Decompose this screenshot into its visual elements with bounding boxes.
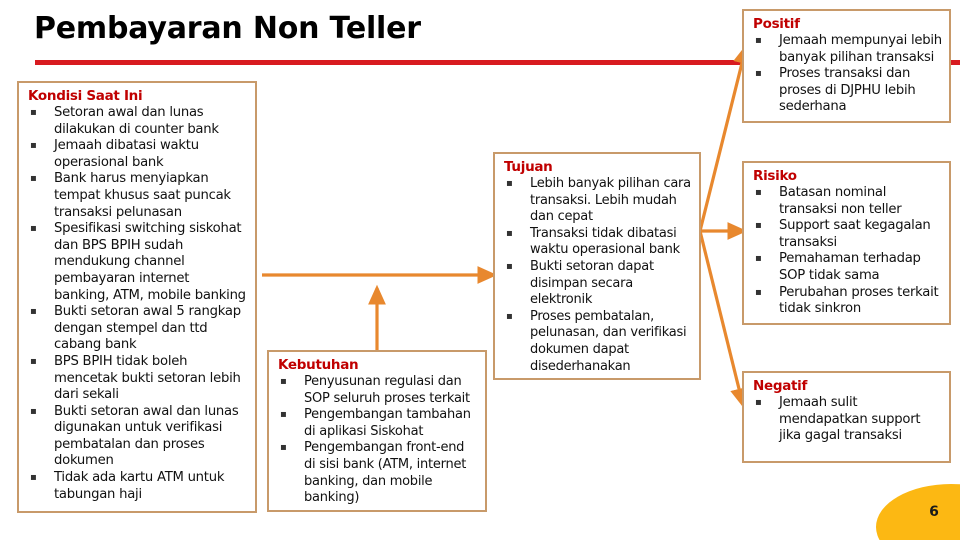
card-bullet-list: Batasan nominal transaksi non teller Sup…	[753, 184, 942, 318]
arrow-junction-to-negatif	[698, 230, 748, 409]
title-underline-tail	[951, 60, 960, 65]
card-negatif: Negatif Jemaah sulit mendapatkan support…	[742, 371, 951, 463]
list-item: BPS BPIH tidak boleh mencetak bukti seto…	[28, 353, 248, 404]
card-heading: Negatif	[753, 378, 808, 394]
list-item: Support saat kegagalan transaksi	[753, 217, 942, 251]
list-item: Pengembangan tambahan di aplikasi Siskoh…	[278, 406, 478, 440]
card-bullet-list: Penyusunan regulasi dan SOP seluruh pros…	[278, 373, 478, 507]
list-item: Bank harus menyiapkan tempat khusus saat…	[28, 170, 248, 221]
list-item: Bukti setoran dapat disimpan secara elek…	[504, 258, 692, 309]
list-item: Perubahan proses terkait tidak sinkron	[753, 284, 942, 318]
page-number-badge-shape	[876, 484, 960, 540]
card-heading: Kondisi Saat Ini	[28, 88, 143, 104]
list-item: Pengembangan front-end di sisi bank (ATM…	[278, 439, 478, 506]
card-bullet-list: Lebih banyak pilihan cara transaksi. Leb…	[504, 175, 692, 375]
card-risiko: Risiko Batasan nominal transaksi non tel…	[742, 161, 951, 325]
card-kebutuhan: Kebutuhan Penyusunan regulasi dan SOP se…	[267, 350, 487, 512]
list-item: Spesifikasi switching siskohat dan BPS B…	[28, 220, 248, 304]
list-item: Tidak ada kartu ATM untuk tabungan haji	[28, 469, 248, 503]
list-item: Proses transaksi dan proses di DJPHU leb…	[753, 65, 942, 116]
card-positif: Positif Jemaah mempunyai lebih banyak pi…	[742, 9, 951, 123]
list-item: Bukti setoran awal 5 rangkap dengan stem…	[28, 303, 248, 354]
page-number: 6	[929, 504, 939, 520]
card-heading: Positif	[753, 16, 800, 32]
list-item: Batasan nominal transaksi non teller	[753, 184, 942, 218]
card-kondisi-saat-ini: Kondisi Saat Ini Setoran awal dan lunas …	[17, 81, 257, 513]
list-item: Bukti setoran awal dan lunas digunakan u…	[28, 403, 248, 470]
card-tujuan: Tujuan Lebih banyak pilihan cara transak…	[493, 152, 701, 380]
list-item: Jemaah mempunyai lebih banyak pilihan tr…	[753, 32, 942, 66]
card-bullet-list: Jemaah mempunyai lebih banyak pilihan tr…	[753, 32, 942, 116]
list-item: Setoran awal dan lunas dilakukan di coun…	[28, 104, 248, 138]
list-item: Penyusunan regulasi dan SOP seluruh pros…	[278, 373, 478, 407]
arrow-junction-to-positif	[698, 43, 751, 232]
list-item: Pemahaman terhadap SOP tidak sama	[753, 250, 942, 284]
list-item: Jemaah sulit mendapatkan support jika ga…	[753, 394, 942, 445]
card-heading: Risiko	[753, 168, 797, 184]
list-item: Jemaah dibatasi waktu operasional bank	[28, 137, 248, 171]
list-item: Lebih banyak pilihan cara transaksi. Leb…	[504, 175, 692, 226]
title-underline	[35, 60, 807, 65]
card-bullet-list: Jemaah sulit mendapatkan support jika ga…	[753, 394, 942, 445]
card-heading: Kebutuhan	[278, 357, 359, 373]
card-heading: Tujuan	[504, 159, 553, 175]
list-item: Transaksi tidak dibatasi waktu operasion…	[504, 225, 692, 259]
list-item: Proses pembatalan, pelunasan, dan verifi…	[504, 308, 692, 375]
page-title: Pembayaran Non Teller	[34, 11, 421, 46]
card-bullet-list: Setoran awal dan lunas dilakukan di coun…	[28, 104, 248, 503]
